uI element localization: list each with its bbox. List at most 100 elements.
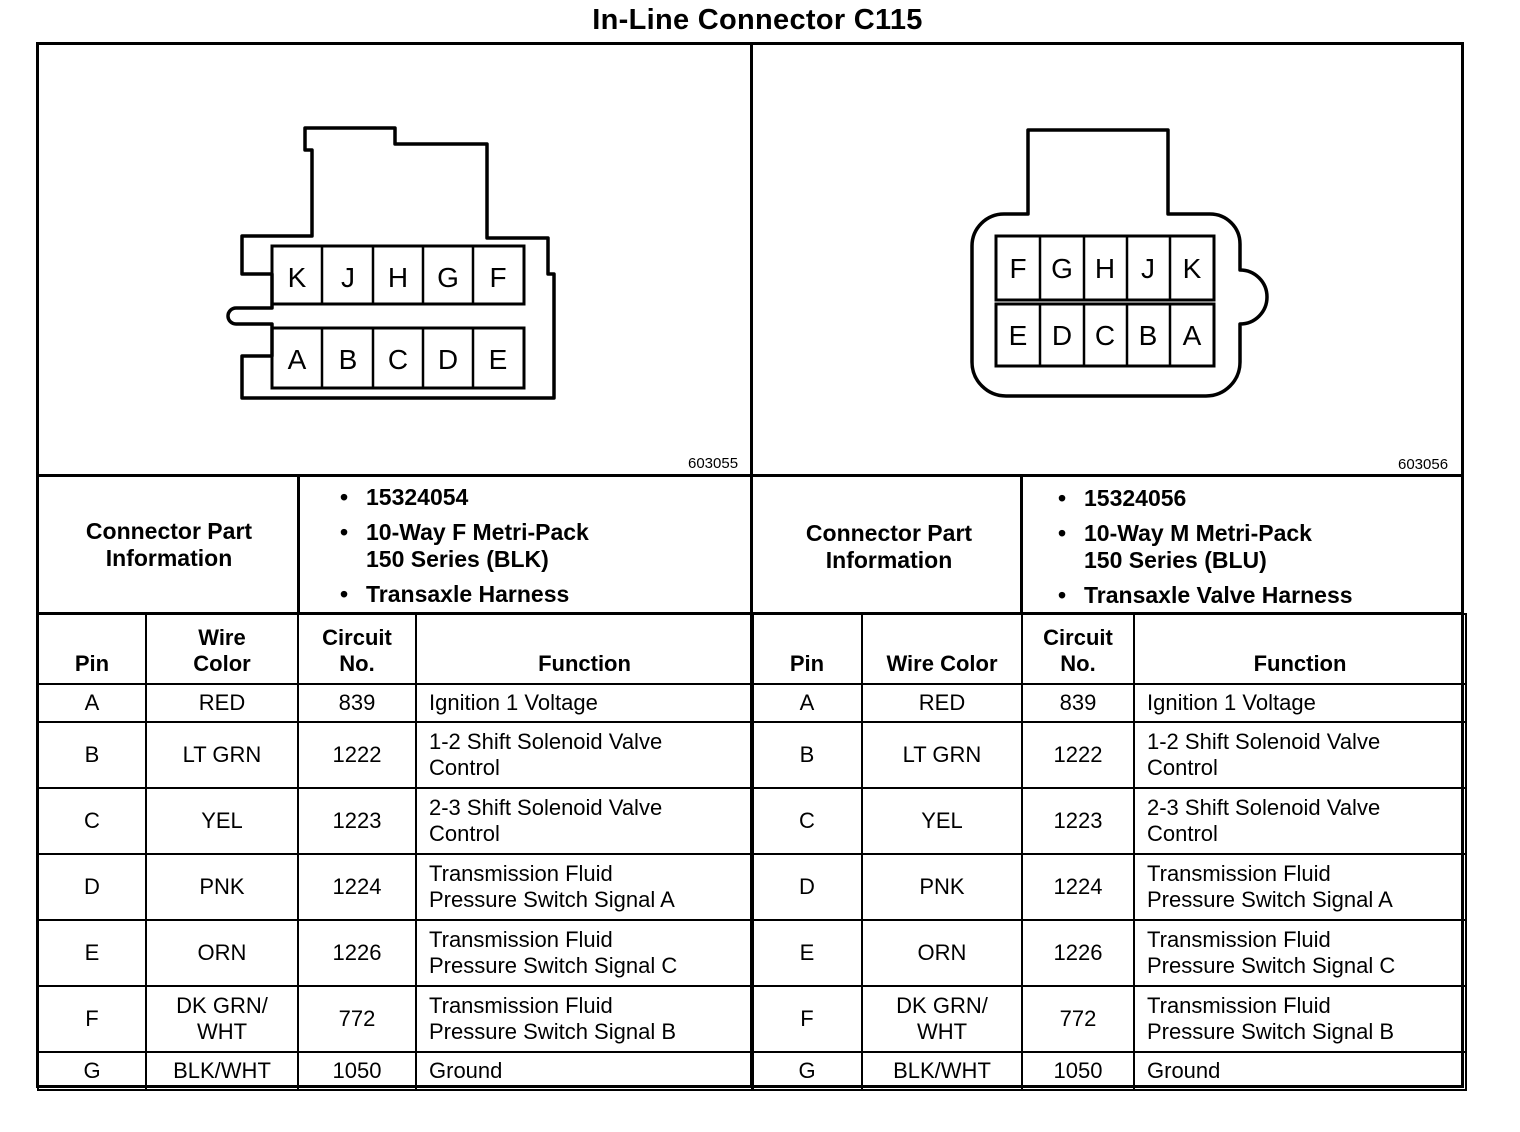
function-cell: Ground [415,1051,754,1091]
left-pin-label: K [288,262,307,293]
pin-header: Pin [37,613,147,685]
wire-color-cell: ORN [861,919,1023,987]
wire-color-cell: ORN [145,919,299,987]
info-label-line: Connector Part [85,518,253,544]
wire-color-cell: YEL [145,787,299,855]
circuit-cell: 1222 [1021,721,1135,789]
wire-color-cell: DK GRN/WHT [861,985,1023,1053]
pin-cell: B [37,721,147,789]
circuit-cell: 772 [1021,985,1135,1053]
pin-cell: F [37,985,147,1053]
left-pin-label: J [341,262,355,293]
function-cell: Ignition 1 Voltage [415,683,754,723]
pin-cell: F [751,985,863,1053]
pin-cell: D [37,853,147,921]
left-pin-label: G [437,262,459,293]
center-divider [750,42,753,1088]
function-header: Function [415,613,754,685]
circuit-cell: 1223 [297,787,417,855]
left-pin-label: E [489,344,508,375]
left-info-divider [297,476,300,614]
pin-cell: G [751,1051,863,1091]
pin-cell: E [751,919,863,987]
table-row: A RED 839 Ignition 1 Voltage [37,683,754,723]
circuit-cell: 1226 [297,919,417,987]
right-pin-label: K [1183,253,1202,284]
right-pin-label: B [1139,320,1158,351]
pin-cell: A [751,683,863,723]
left-pin-label: C [388,344,408,375]
left-pin-label: A [288,344,307,375]
right-pin-label: F [1009,253,1026,284]
page-title: In-Line Connector C115 [592,4,923,36]
right-pin-label: A [1183,320,1202,351]
info-label-line: Information [105,545,233,571]
info-label-line: Connector Part [805,520,973,546]
right-harness: •Transaxle Valve Harness [1058,582,1353,608]
circuit-cell: 1050 [297,1051,417,1091]
right-pin-label: J [1141,253,1155,284]
circuit-cell: 839 [1021,683,1135,723]
right-pin-label: G [1051,253,1073,284]
pin-cell: B [751,721,863,789]
wire-color-cell: PNK [145,853,299,921]
circuit-cell: 1222 [297,721,417,789]
wire-color-header: Wire Color [861,613,1023,685]
left-connector-diagram: K J H G F A B C D E [220,120,560,410]
circuit-cell: 1224 [1021,853,1135,921]
pin-cell: D [751,853,863,921]
circuit-cell: 1050 [1021,1051,1135,1091]
info-label-line: Information [825,547,953,573]
left-pin-label: B [339,344,358,375]
wire-color-cell: DK GRN/WHT [145,985,299,1053]
right-info-divider [1020,476,1023,614]
pin-cell: A [37,683,147,723]
table-row: A RED 839 Ignition 1 Voltage [751,683,1467,723]
wire-color-cell: LT GRN [145,721,299,789]
circuit-cell: 772 [297,985,417,1053]
right-pin-label: D [1052,320,1072,351]
wire-color-cell: YEL [861,787,1023,855]
right-info-label: Connector Part Information [756,520,1022,574]
left-pin-label: D [438,344,458,375]
right-pin-label: C [1095,320,1115,351]
table-row: G BLK/WHT 1050 Ground [37,1051,754,1091]
wire-color-cell: BLK/WHT [145,1051,299,1091]
pin-cell: C [37,787,147,855]
function-cell: Ground [1133,1051,1467,1091]
pin-header: Pin [751,613,863,685]
wire-color-cell: RED [145,683,299,723]
circuit-cell: 1224 [297,853,417,921]
function-cell: Ignition 1 Voltage [1133,683,1467,723]
diagram-divider [36,474,1464,477]
wire-color-cell: RED [861,683,1023,723]
table-row: G BLK/WHT 1050 Ground [751,1051,1467,1091]
wire-color-cell: PNK [861,853,1023,921]
